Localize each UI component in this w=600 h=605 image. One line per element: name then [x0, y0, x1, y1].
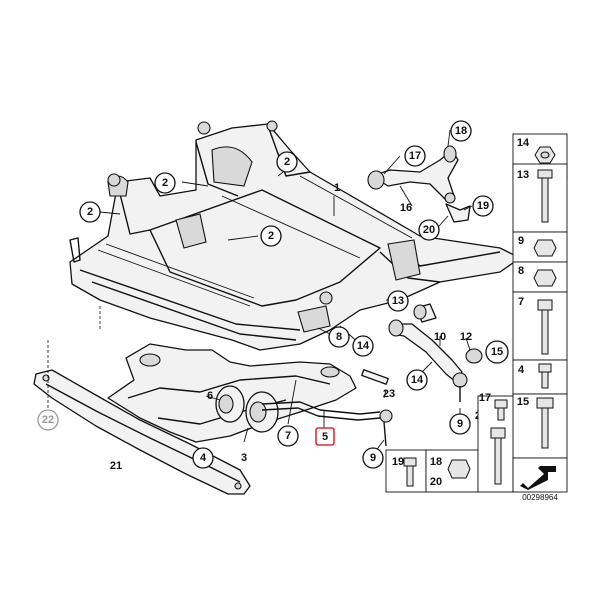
callout-1: 1: [334, 182, 340, 194]
callout-17: 17: [409, 150, 421, 162]
callout-18: 18: [455, 125, 467, 137]
bolt-shank-shape: [541, 371, 549, 389]
callout-18-circle: [450, 120, 472, 142]
callout-4: 4: [200, 452, 207, 464]
bottom-label-18: 18: [430, 456, 442, 468]
bolt-head-shape: [538, 363, 552, 373]
callout-15: 15: [491, 346, 503, 358]
callout-markers: 1 2 2 2 3 4 5 6 7 8 9 9 10 12 13 14 14 1…: [37, 120, 509, 472]
callout-3: 3: [241, 452, 247, 464]
hardware-label-15: 15: [517, 396, 529, 408]
bottom-label-17: 17: [479, 392, 491, 404]
bottom-hardware-panel: 19 18 20 17 00298964: [385, 392, 568, 502]
callout-8: 8: [336, 331, 342, 343]
hex-nut-shape: [447, 459, 471, 479]
hardware-label-14: 14: [517, 137, 530, 149]
callout-2-circle: [79, 201, 101, 223]
callout-16: 16: [400, 202, 412, 214]
callout-15-circle: [485, 340, 509, 364]
bolt-head-shape: [490, 427, 506, 439]
callout-19-circle: [472, 195, 494, 217]
callout-20: 20: [423, 224, 435, 236]
callout-2: 2: [87, 206, 93, 218]
callout-5: 5: [322, 431, 328, 443]
callout-9: 9: [457, 418, 463, 430]
bolt-shank-shape: [406, 465, 414, 487]
callout-7: 7: [285, 430, 291, 442]
bolt-shank-shape: [541, 407, 549, 449]
bottom-label-20: 20: [430, 476, 442, 488]
bolt-head-shape: [494, 399, 508, 409]
hardware-label-7: 7: [518, 296, 524, 308]
catalog-number: 00298964: [522, 493, 558, 502]
bolt-head-shape: [537, 169, 553, 179]
bolt-head-shape: [403, 457, 417, 467]
hex-nut-shape: [533, 269, 557, 287]
hex-nut-shape: [533, 239, 557, 257]
upper-wishbone: [367, 145, 471, 223]
callout-14: 14: [357, 340, 370, 352]
callout-2-circle: [276, 151, 298, 173]
callout-22: 22: [42, 414, 54, 426]
callout-23: 23: [383, 388, 395, 400]
bolt-head-shape: [537, 299, 553, 311]
callout-17-circle: [404, 145, 426, 167]
bolt-shank-shape: [494, 437, 502, 485]
callout-2: 2: [268, 230, 274, 242]
callout-20-circle: [418, 219, 440, 241]
bolt-shank-shape: [497, 407, 505, 421]
front-axle-carrier: [69, 120, 521, 351]
callout-19: 19: [477, 200, 489, 212]
callout-4-circle: [192, 447, 214, 469]
callout-22-circle: [37, 409, 59, 431]
callout-6: 6: [207, 390, 213, 402]
hardware-label-8: 8: [518, 265, 524, 277]
bolt-shank-shape: [541, 177, 549, 223]
arrow-inner-shape: [522, 468, 544, 488]
callout-10: 10: [434, 331, 446, 343]
hardware-label-4: 4: [518, 364, 525, 376]
lower-control-arm: [388, 303, 483, 402]
hardware-panel: 14 13 9 8 7 4 15: [512, 133, 568, 459]
callout-2: 2: [284, 156, 290, 168]
callout-14: 14: [411, 374, 424, 386]
callout-5-highlight-box: [315, 427, 335, 446]
callout-2: 2: [162, 177, 168, 189]
callout-2-circle: [260, 225, 282, 247]
callout-9-circle: [449, 413, 471, 435]
callout-9: 9: [370, 452, 376, 464]
callout-13: 13: [392, 295, 404, 307]
callout-9-circle: [362, 447, 384, 469]
stabilizer-link: [261, 369, 393, 447]
bolt-shank-shape: [541, 309, 549, 355]
callout-2-circle: [154, 172, 176, 194]
callout-12: 12: [460, 331, 472, 343]
callout-14-circle: [406, 369, 428, 391]
rubber-mounts: [215, 385, 279, 433]
bottom-label-19: 19: [392, 456, 404, 468]
callout-14-circle: [352, 335, 374, 357]
callout-8-circle: [328, 326, 350, 348]
callout-21: 21: [110, 460, 122, 472]
bolt-head-shape: [536, 397, 554, 409]
callout-13-circle: [387, 290, 409, 312]
hardware-label-9: 9: [518, 235, 524, 247]
hardware-label-13: 13: [517, 169, 529, 181]
callout-7-circle: [277, 425, 299, 447]
